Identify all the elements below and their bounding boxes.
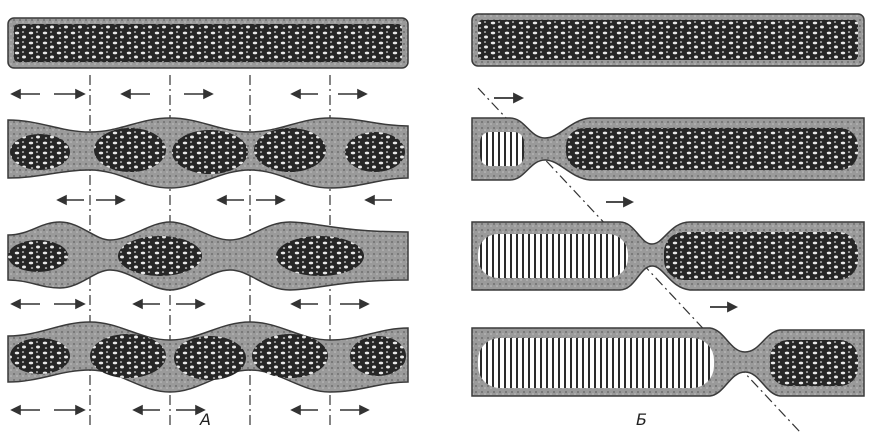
tube-b-2 — [472, 118, 864, 180]
panel-label-b: Б — [636, 412, 647, 428]
arrow-b-1 — [494, 94, 522, 102]
tube-a-4 — [8, 322, 408, 392]
arrow-b-3 — [710, 303, 736, 311]
tube-a-1 — [8, 18, 408, 68]
panel-b — [472, 14, 864, 432]
tube-b-3 — [472, 222, 864, 290]
arrows-a-row-1 — [12, 90, 366, 98]
arrow-b-2 — [606, 198, 632, 206]
arrows-a-row-4 — [12, 406, 368, 414]
tube-a-3 — [8, 222, 408, 290]
tube-a-2 — [8, 118, 408, 188]
panel-label-a: A — [200, 412, 211, 428]
arrows-a-row-2 — [58, 196, 392, 204]
arrows-a-row-3 — [12, 300, 368, 308]
tube-b-1 — [472, 14, 864, 66]
tube-b-4 — [472, 328, 864, 396]
panel-a — [8, 18, 408, 425]
